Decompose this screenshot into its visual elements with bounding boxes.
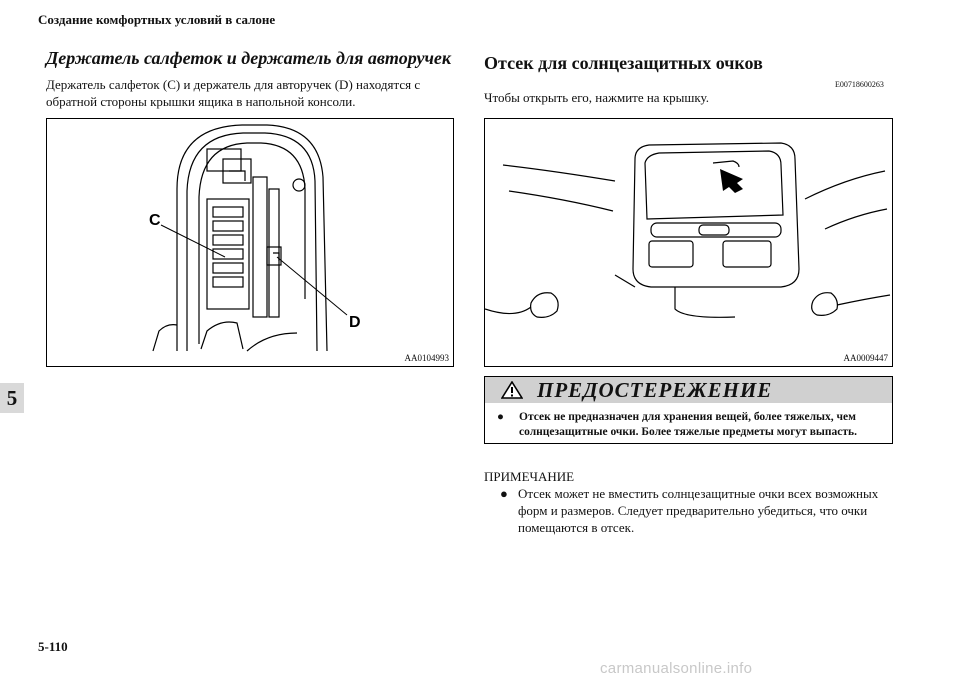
watermark: carmanualsonline.info <box>600 660 753 677</box>
section-title-sunglasses: Отсек для солнцезащитных очков <box>484 53 763 73</box>
bullet-icon: ● <box>500 486 508 501</box>
figure-label-c: C <box>149 212 161 229</box>
running-header: Создание комфортных условий в салоне <box>38 12 276 27</box>
note-item: ● Отсек может не вместить солнцезащитные… <box>500 485 895 536</box>
note-text: Отсек может не вместить солнцезащитные о… <box>518 486 879 535</box>
section-body-holder: Держатель салфеток (C) и держатель для а… <box>46 77 421 109</box>
figure-code: AA0104993 <box>404 353 450 363</box>
section-title-holder: Держатель салфеток и держатель для автор… <box>46 48 451 68</box>
figure-code: AA0009447 <box>843 353 889 363</box>
note-label: ПРИМЕЧАНИЕ <box>484 469 575 484</box>
figure-label-d: D <box>349 314 361 331</box>
warning-box: ПРЕДОСТЕРЕЖЕНИЕ ● Отсек не предназначен … <box>484 376 893 444</box>
warning-title: ПРЕДОСТЕРЕЖЕНИЕ <box>537 378 773 402</box>
holder-drawing: C D <box>149 124 361 352</box>
warning-header: ПРЕДОСТЕРЕЖЕНИЕ <box>485 377 892 403</box>
bullet-icon: ● <box>497 411 504 423</box>
chapter-tab: 5 <box>0 383 24 413</box>
section-body-sunglasses: Чтобы открыть его, нажмите на крышку. <box>484 90 709 105</box>
warning-text: Отсек не предназначен для хранения вещей… <box>519 411 857 438</box>
warning-triangle-icon <box>501 381 523 399</box>
figure-holder-illustration: C D AA0104993 <box>46 118 454 367</box>
overhead-console-drawing <box>484 142 891 318</box>
warning-item: ● Отсек не предназначен для хранения вещ… <box>497 410 887 440</box>
section-code: E00718600263 <box>835 80 884 89</box>
page-number: 5-110 <box>38 639 68 654</box>
figure-sunglasses-illustration: AA0009447 <box>484 118 893 367</box>
